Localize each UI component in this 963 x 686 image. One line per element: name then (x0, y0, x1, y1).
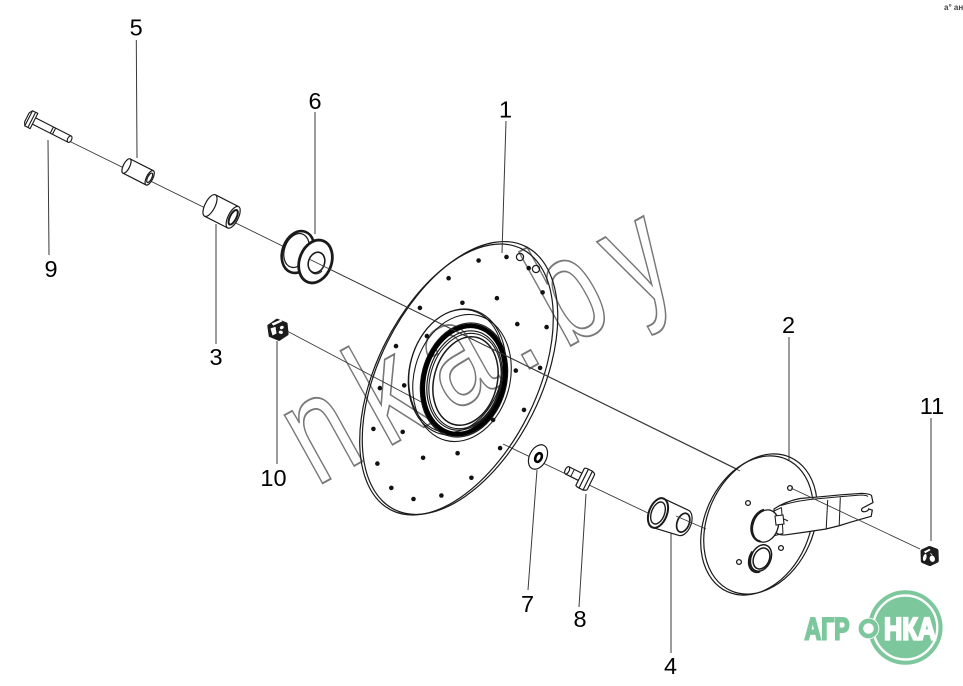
svg-text:5: 5 (130, 15, 143, 41)
svg-text:4: 4 (664, 653, 677, 679)
svg-text:2: 2 (782, 312, 795, 338)
svg-text:АГР: АГР (805, 611, 850, 647)
svg-text:1: 1 (499, 97, 512, 123)
svg-text:11: 11 (920, 393, 944, 419)
svg-text:НКА: НКА (884, 611, 936, 647)
svg-text:10: 10 (260, 465, 286, 491)
svg-text:3: 3 (209, 344, 222, 370)
svg-text:8: 8 (573, 606, 586, 632)
svg-text:7: 7 (521, 591, 534, 617)
svg-text:9: 9 (44, 256, 57, 282)
svg-text:6: 6 (308, 88, 321, 114)
svg-text:а° ана: а° ана (944, 3, 963, 12)
